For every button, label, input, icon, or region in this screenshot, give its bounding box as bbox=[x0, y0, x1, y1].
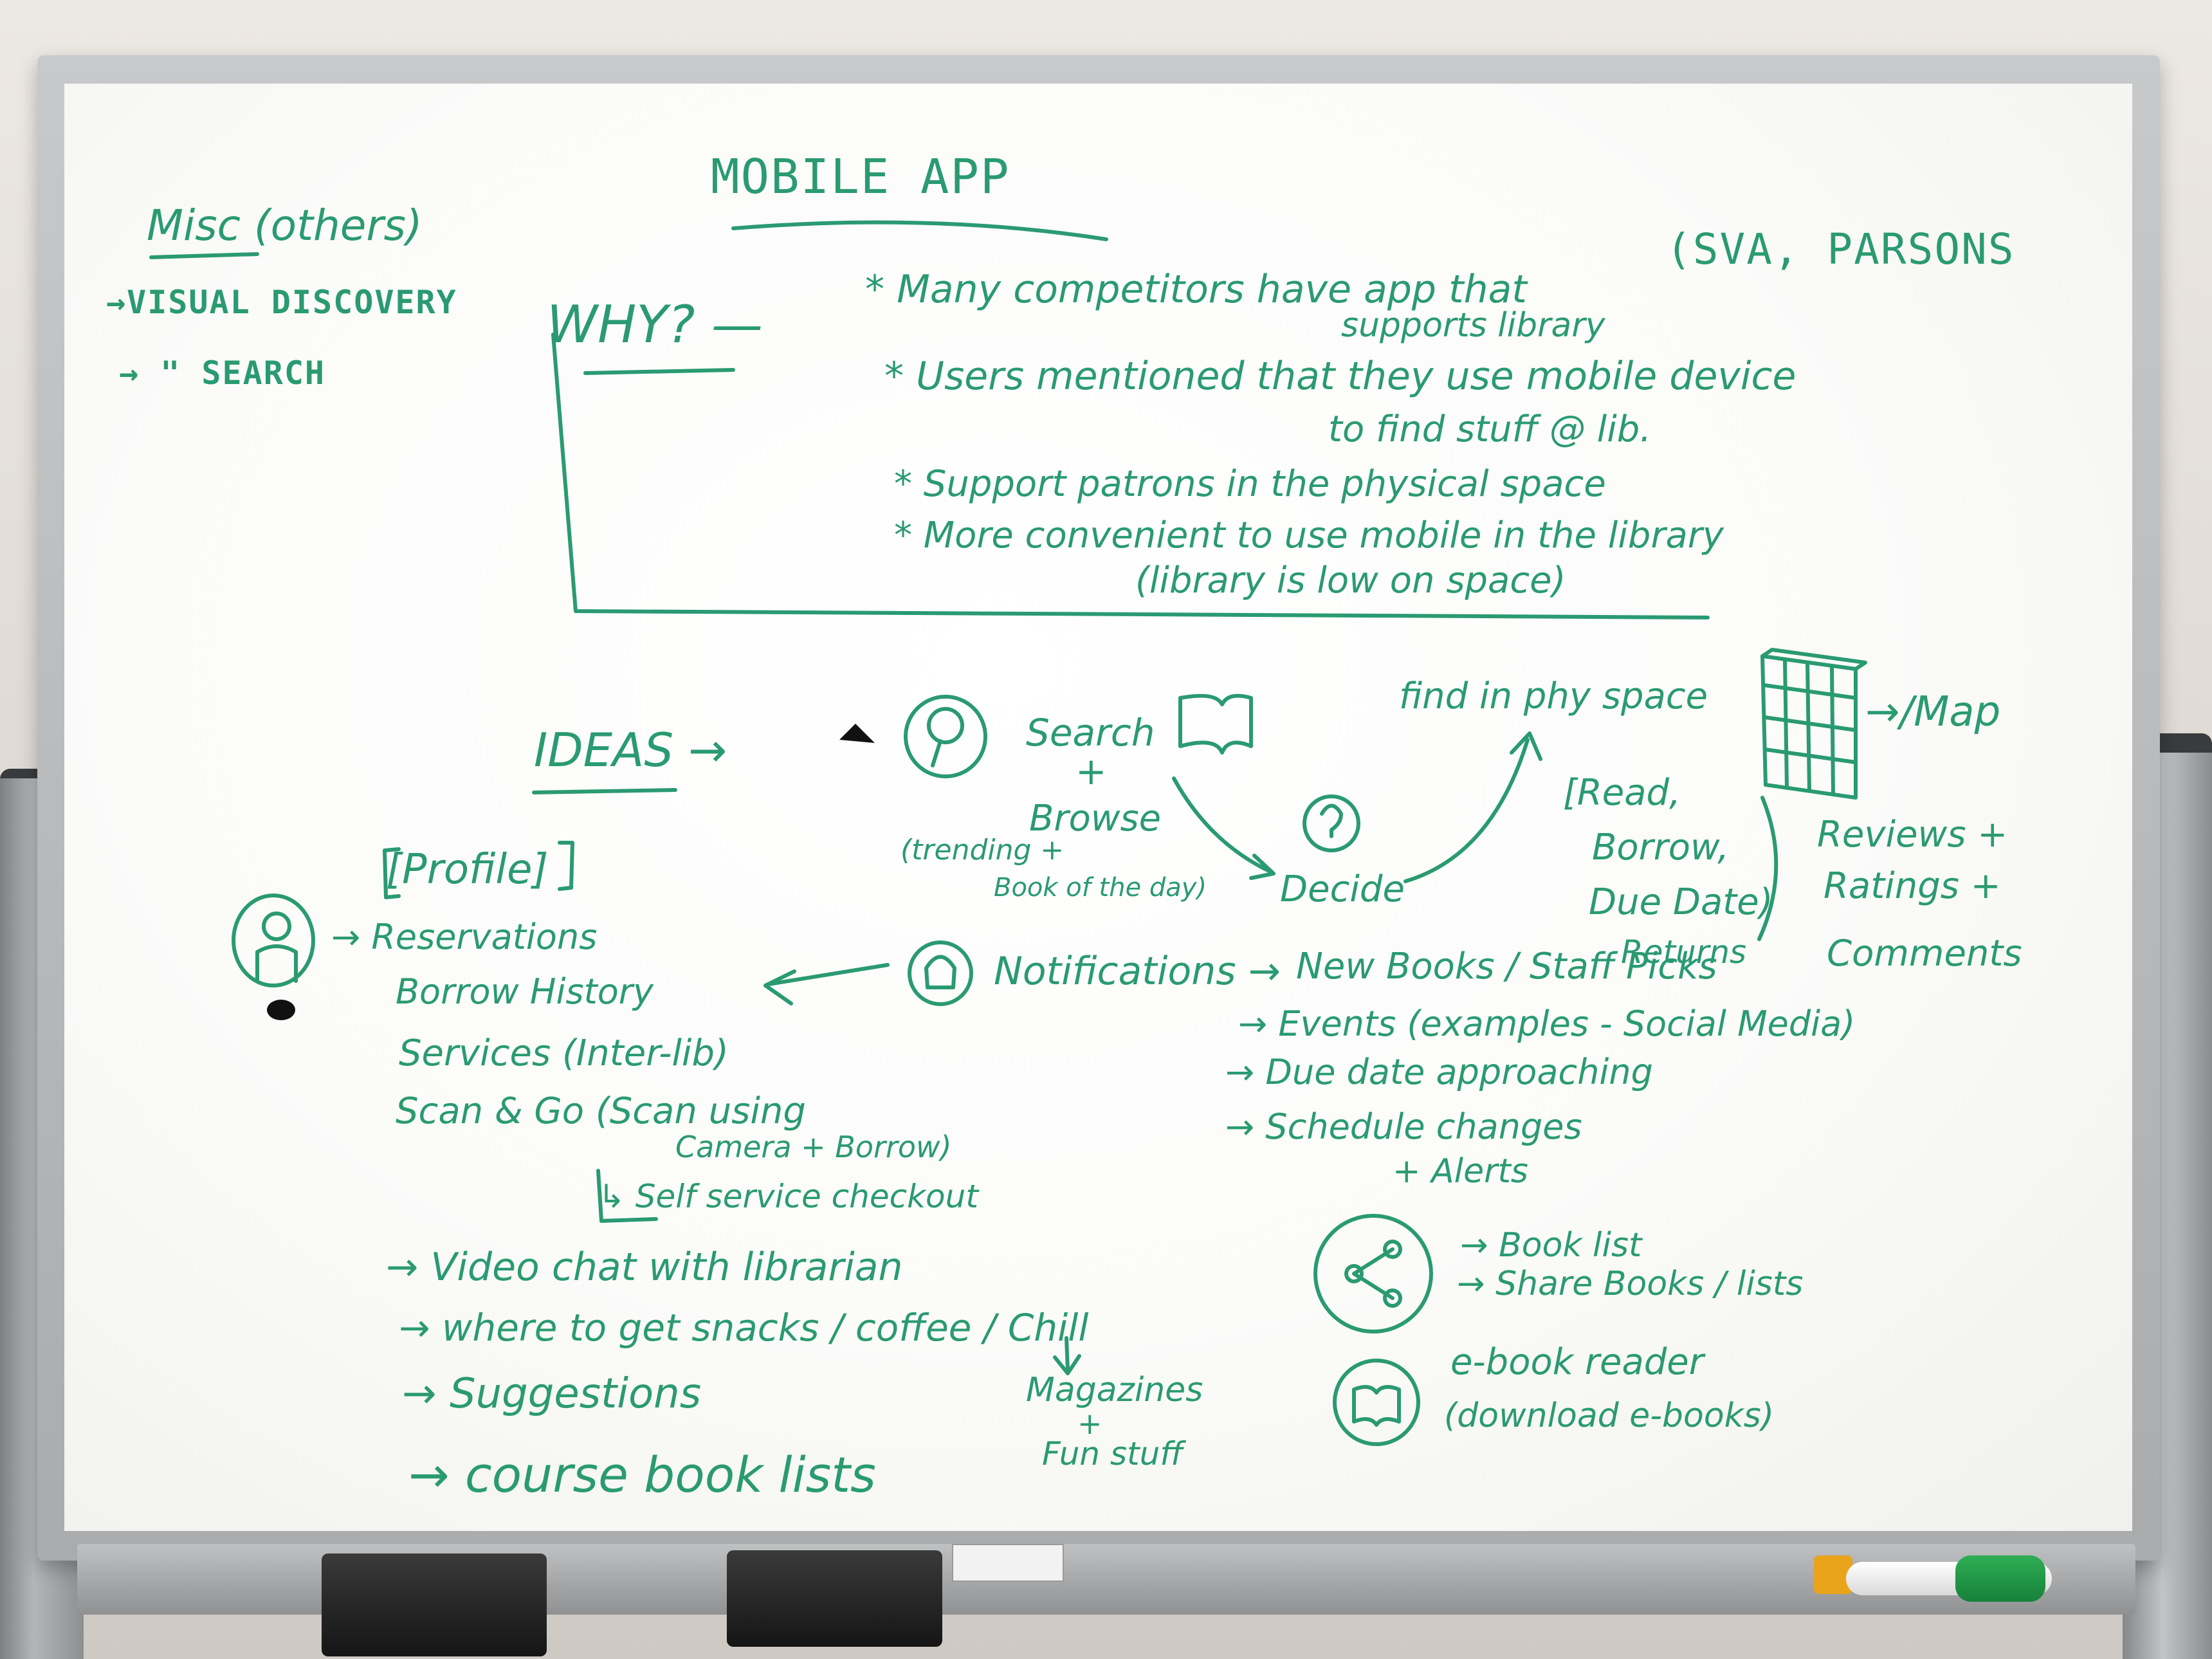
notification-item: New Books / Staff Picks bbox=[1296, 946, 1717, 987]
ebook-icon bbox=[1352, 1385, 1401, 1427]
decide-label: Decide bbox=[1280, 868, 1405, 910]
why-bracket bbox=[551, 333, 1710, 619]
arrow-notifications-left bbox=[767, 963, 890, 986]
misc-item: →VISUAL DISCOVERY bbox=[106, 284, 457, 321]
search-label: Search bbox=[1026, 711, 1155, 755]
arrow-to-find bbox=[1403, 738, 1530, 883]
map-grid-icon bbox=[1760, 654, 1858, 800]
ideas-label: IDEAS → bbox=[534, 723, 727, 777]
why-label: WHY? — bbox=[547, 295, 763, 354]
profile-label: [Profile] bbox=[386, 846, 549, 894]
why-point: supports library bbox=[1341, 306, 1605, 345]
why-point: (library is low on space) bbox=[1135, 560, 1566, 601]
extra-item: → where to get snacks / coffee / Chill bbox=[399, 1306, 1089, 1350]
self-service-hook bbox=[596, 1169, 658, 1223]
extra-item: → Suggestions bbox=[402, 1370, 702, 1418]
read-option: Borrow, bbox=[1592, 827, 1730, 868]
extra-item: → course book lists bbox=[408, 1446, 876, 1503]
notifications-label: Notifications → bbox=[994, 949, 1281, 994]
share-icon bbox=[1344, 1264, 1364, 1283]
profile-item: → Reservations bbox=[331, 917, 598, 957]
notification-item: + Alerts bbox=[1393, 1152, 1528, 1191]
read-option: Due Date) bbox=[1589, 881, 1773, 923]
why-underline bbox=[583, 368, 735, 375]
ebook-circle-icon bbox=[1333, 1359, 1420, 1446]
ideas-underline bbox=[532, 788, 677, 794]
eraser-right bbox=[727, 1550, 942, 1647]
title-underline bbox=[731, 220, 1108, 241]
notification-item: → Schedule changes bbox=[1225, 1106, 1582, 1147]
question-circle-icon bbox=[1303, 794, 1360, 852]
eraser-left bbox=[322, 1554, 547, 1656]
share-item: → Share Books / lists bbox=[1457, 1265, 1804, 1303]
ebook-item: (download e-books) bbox=[1444, 1397, 1775, 1435]
reviews-item: Ratings + bbox=[1824, 865, 2001, 907]
profile-item: Services (Inter-lib) bbox=[399, 1032, 729, 1074]
magazines-arrow bbox=[1065, 1336, 1070, 1372]
why-point: * Users mentioned that they use mobile d… bbox=[884, 354, 1796, 399]
magnifier-icon bbox=[927, 707, 964, 744]
profile-item: Scan & Go (Scan using bbox=[396, 1090, 806, 1132]
magazines-item: Magazines bbox=[1026, 1371, 1203, 1409]
plus-label: + bbox=[1075, 749, 1107, 793]
extra-item: → Video chat with librarian bbox=[386, 1245, 903, 1290]
reviews-item: Comments bbox=[1827, 933, 2022, 975]
why-point: * Support patrons in the physical space bbox=[894, 463, 1606, 505]
share-circle-icon bbox=[1313, 1214, 1433, 1334]
bell-circle-icon bbox=[908, 940, 973, 1006]
profile-item: Camera + Borrow) bbox=[675, 1130, 952, 1164]
why-point: to find stuff @ lib. bbox=[1328, 408, 1652, 450]
misc-item: → " SEARCH bbox=[119, 354, 326, 392]
misc-heading: Misc (others) bbox=[147, 201, 423, 250]
magazines-item: Fun stuff bbox=[1042, 1435, 1184, 1472]
warning-sticker bbox=[952, 1544, 1064, 1582]
whiteboard-surface bbox=[64, 84, 2132, 1531]
magnifier-handle bbox=[931, 739, 942, 767]
notification-item: → Due date approaching bbox=[1225, 1052, 1653, 1092]
smudge-mark bbox=[267, 1000, 295, 1020]
share-item: → Book list bbox=[1460, 1226, 1642, 1265]
misc-underline bbox=[149, 252, 259, 259]
reviews-item: Reviews + bbox=[1817, 814, 2008, 856]
why-point: * Many competitors have app that bbox=[865, 267, 1527, 312]
bell-icon bbox=[924, 955, 956, 989]
book-of-day-label: Book of the day) bbox=[994, 873, 1207, 903]
marker-cap bbox=[1955, 1555, 2045, 1602]
trending-label: (trending + bbox=[900, 834, 1065, 866]
magazines-item: + bbox=[1077, 1406, 1102, 1441]
map-label: →/Map bbox=[1865, 688, 2001, 736]
notification-item: → Events (examples - Social Media) bbox=[1238, 1004, 1856, 1044]
profile-item: ↳ Self service checkout bbox=[598, 1178, 978, 1215]
ebook-item: e-book reader bbox=[1450, 1341, 1704, 1383]
profile-item: Borrow History bbox=[396, 971, 654, 1012]
profile-bracket-left bbox=[383, 847, 401, 899]
read-option: Returns bbox=[1621, 933, 1747, 971]
profile-bracket-right bbox=[558, 841, 574, 891]
read-bracket bbox=[1757, 796, 1778, 941]
book-icon bbox=[1178, 693, 1253, 755]
read-option: [Read, bbox=[1563, 772, 1681, 814]
browse-label: Browse bbox=[1029, 798, 1162, 839]
arrow-to-decide bbox=[1172, 776, 1272, 874]
why-point: * More convenient to use mobile in the l… bbox=[894, 515, 1724, 556]
find-label: find in phy space bbox=[1399, 675, 1708, 717]
board-title: MOBILE APP bbox=[711, 149, 1010, 205]
why-point: (SVA, PARSONS bbox=[1666, 225, 2015, 274]
smudge-mark bbox=[839, 724, 875, 743]
profile-person-icon bbox=[232, 894, 315, 987]
search-circle-icon bbox=[904, 695, 987, 778]
